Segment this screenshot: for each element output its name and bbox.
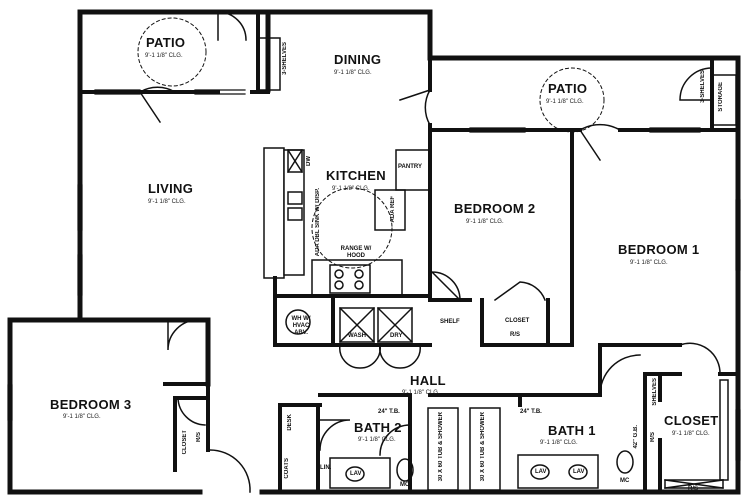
living-name: LIVING bbox=[148, 181, 194, 196]
kitchen-ceiling: 9'-1 1/8" CLG. bbox=[332, 186, 370, 192]
towel-bar-left-label: 24" T.B. bbox=[378, 409, 400, 415]
tub-left-label: 30 X 60 TUB & SHOWER bbox=[438, 412, 444, 482]
rs-closet-bottom-label: R/S bbox=[688, 486, 699, 492]
bedroom3-name: BEDROOM 3 bbox=[50, 397, 132, 412]
bedroom1-ceiling: 9'-1 1/8" CLG. bbox=[630, 260, 668, 266]
bedroom2-ceiling: 9'-1 1/8" CLG. bbox=[466, 219, 504, 225]
hall-name: HALL bbox=[410, 373, 446, 388]
wash-label: WASH bbox=[348, 333, 366, 339]
patio-turning-circle bbox=[539, 67, 605, 133]
lav-right1-label: LAV bbox=[535, 469, 547, 475]
bath2-ceiling: 9'-1 1/8" CLG. bbox=[358, 437, 396, 443]
gb-label: 42" G.B. bbox=[633, 425, 639, 449]
tub-right bbox=[469, 407, 501, 491]
closet-master-ceiling: 9'-1 1/8" CLG. bbox=[672, 431, 710, 437]
shelves-closet-label: SHELVES bbox=[652, 378, 658, 406]
range-label: RANGE W/ HOOD bbox=[340, 246, 372, 259]
hvac-label: WH W/ HVAC ABV. bbox=[291, 316, 311, 336]
kitchen-turning-circle bbox=[311, 187, 393, 269]
vanity bbox=[329, 457, 391, 489]
hall-ceiling: 9'-1 1/8" CLG. bbox=[402, 390, 440, 396]
wall-exterior bbox=[427, 55, 741, 133]
bath1-name: BATH 1 bbox=[548, 423, 596, 438]
bath1-ceiling: 9'-1 1/8" CLG. bbox=[540, 440, 578, 446]
dining-ceiling: 9'-1 1/8" CLG. bbox=[334, 70, 372, 76]
ref-label: ADA REF bbox=[390, 196, 396, 223]
pantry bbox=[395, 149, 431, 191]
pantry-label: PANTRY bbox=[398, 164, 422, 170]
bath2-name: BATH 2 bbox=[354, 420, 402, 435]
dryer bbox=[377, 307, 413, 343]
lav-left-label: LAV bbox=[350, 471, 362, 477]
tub-right-label: 30 X 60 TUB & SHOWER bbox=[480, 412, 486, 482]
patio-left-name: PATIO bbox=[146, 35, 186, 50]
washer bbox=[339, 307, 375, 343]
dw-label: DW bbox=[306, 156, 312, 166]
shelf-label: SHELF bbox=[440, 319, 460, 325]
rs-br2-label: R/S bbox=[510, 332, 521, 338]
kitchen-counter bbox=[263, 147, 285, 279]
storage-right bbox=[711, 74, 737, 126]
dry-label: DRY bbox=[390, 333, 403, 339]
patio-left-ceiling: 9'-1 1/8" CLG. bbox=[145, 53, 183, 59]
closet-shelving bbox=[664, 479, 724, 489]
mc-right-label: MC bbox=[620, 478, 630, 484]
desk-label: DESK bbox=[287, 414, 293, 431]
closet-br2-label: CLOSET bbox=[505, 318, 530, 324]
closet-br3-label: CLOSET bbox=[182, 430, 188, 455]
mc-left-label: MC bbox=[400, 482, 410, 488]
dining-name: DINING bbox=[334, 52, 382, 67]
closet-shelving bbox=[719, 379, 729, 481]
wall-exterior bbox=[7, 317, 211, 387]
patio-right-name: PATIO bbox=[548, 81, 588, 96]
tub-left bbox=[427, 407, 459, 491]
storage-left bbox=[257, 37, 281, 91]
wall-exterior bbox=[77, 9, 271, 93]
linen-label: LIN. bbox=[320, 465, 332, 471]
closet-master-name: CLOSET bbox=[664, 413, 719, 428]
vanity bbox=[517, 454, 599, 489]
rs-closet-label: R/S bbox=[650, 432, 656, 443]
lav-right2-label: LAV bbox=[573, 469, 585, 475]
living-ceiling: 9'-1 1/8" CLG. bbox=[148, 199, 186, 205]
refrigerator bbox=[374, 189, 406, 231]
coats-label: COATS bbox=[284, 458, 290, 479]
bedroom3-ceiling: 9'-1 1/8" CLG. bbox=[63, 414, 101, 420]
patio-turning-circle bbox=[137, 17, 207, 87]
kitchen-counter bbox=[311, 259, 403, 297]
rs-br3-label: R/S bbox=[196, 432, 202, 443]
storage-left-label: STORAGE bbox=[266, 44, 272, 74]
kitchen-counter bbox=[283, 149, 305, 276]
storage-right-label: STORAGE bbox=[718, 82, 724, 112]
sink-label: ADA DBL SINK W/ DISP. bbox=[315, 188, 321, 257]
kitchen-sink bbox=[287, 191, 303, 205]
shelves-right-label: 3-SHELVES bbox=[700, 70, 706, 103]
bedroom2-name: BEDROOM 2 bbox=[454, 201, 536, 216]
kitchen-name: KITCHEN bbox=[326, 168, 386, 183]
towel-bar-right-label: 24" T.B. bbox=[520, 409, 542, 415]
shelves-left-label: 3-SHELVES bbox=[282, 42, 288, 75]
dishwasher bbox=[287, 149, 303, 173]
water-heater bbox=[285, 309, 311, 335]
kitchen-sink bbox=[287, 207, 303, 221]
bedroom1-name: BEDROOM 1 bbox=[618, 242, 700, 257]
range bbox=[329, 264, 371, 294]
patio-right-ceiling: 9'-1 1/8" CLG. bbox=[546, 99, 584, 105]
